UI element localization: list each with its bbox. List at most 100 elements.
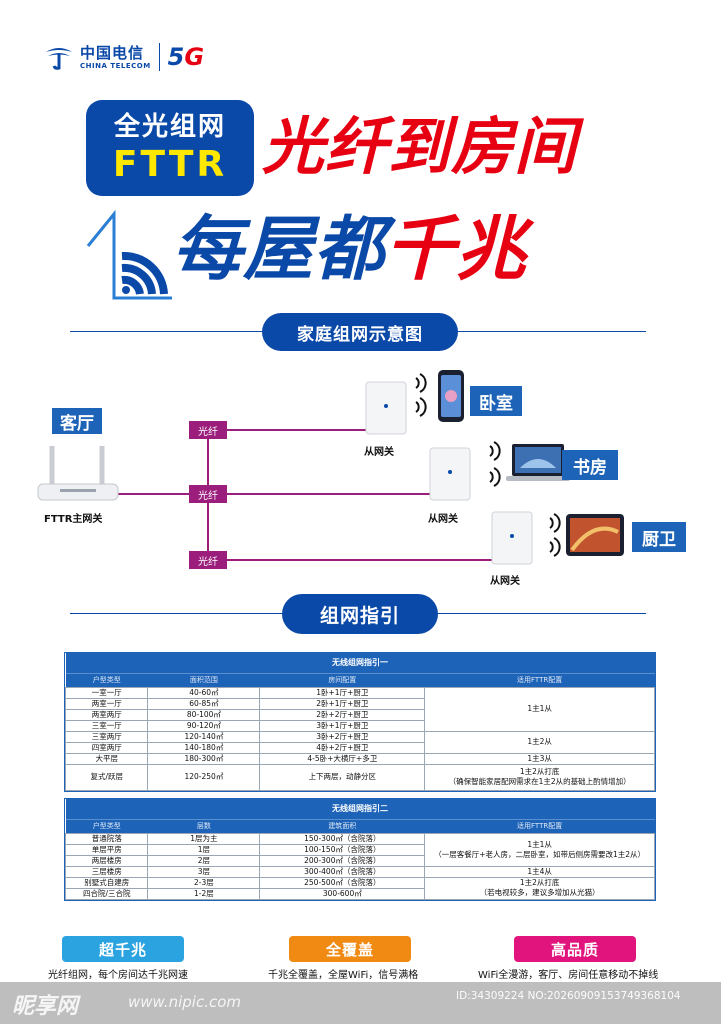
fiber-lines [118,429,492,561]
table-row: 一室一厅 40-60㎡ 1卧+1厅+厨卫 1主1从 [64,686,655,732]
fiber-tag-2: 光纤 [189,485,227,503]
slogan-blue-part: 每屋都 [172,208,385,290]
table-cell: 40-60㎡ [147,686,261,699]
watermark-bar [0,982,721,1024]
feature-desc-gigabit: 光纤组网，每个房间达千兆网速 [48,970,188,981]
table-cell: 2-3层 [147,876,261,889]
living-room-label: 客厅 [52,408,102,434]
table1-header: 房间配置 [259,672,425,687]
main-gateway-caption: FTTR主网关 [44,514,103,525]
smartphone-icon [438,370,464,422]
table-cell: 3卧+1厅+厨卫 [259,719,426,732]
table-cell: 1层 [147,843,261,856]
table-cell: 4卧+2厅+厨卫 [259,741,426,754]
fiber-tag-1: 光纤 [189,421,227,439]
table-cell: 140-180㎡ [147,741,261,754]
table-cell: 1主4从 [424,865,655,878]
table-row: 三层楼房 3层 300-400㎡（含院落） 1主4从 [64,865,655,878]
table-cell: 2卧+1厅+厨卫 [259,697,426,710]
table-cell: 300-600㎡ [259,887,426,900]
sub-gateway-icon-1 [365,381,407,435]
table-row: 四合院/三合院 1-2层 300-600㎡ [64,887,655,900]
brand-cn-name: 中国电信 [80,43,145,62]
table-cell: 1主1从 [424,686,655,732]
table-cell: 1卧+1厅+厨卫 [259,686,426,699]
table-cell: 别墅式自建房 [64,876,149,889]
fiber-tag-3: 光纤 [189,551,227,569]
sub-gateway-caption-1: 从网关 [364,447,394,458]
table-cell: 90-120㎡ [147,719,261,732]
china-telecom-logo: 中国电信 CHINA TELECOM 5G [44,42,204,72]
config-note: （确保智能家居配网需求在1主2从的基础上酌情增加） [448,777,631,786]
feature-pill-quality: 高品质 [514,936,636,962]
table-cell: 80-100㎡ [147,708,261,721]
sub-gateway-caption-3: 从网关 [490,576,520,587]
table-row: 别墅式自建房 2-3层 250-500㎡（含院落） 1主2从打底 （若电视较多，… [64,876,655,900]
table-cell: 300-400㎡（含院落） [259,865,426,878]
table-row: 三室两厅 120-140㎡ 3卧+2厅+厨卫 1主2从 [64,730,655,754]
table-cell: 三室一厅 [64,719,149,732]
table-cell: 上下两层，动静分区 [259,763,426,791]
table-cell: 1主2从打底 （确保智能家居配网需求在1主2从的基础上酌情增加） [424,763,655,791]
table-cell: 普通院落 [64,832,149,845]
table-cell: 150-300㎡（含院落） [259,832,426,845]
table-cell: 180-300㎡ [147,752,261,765]
table-cell: 三室两厅 [64,730,149,743]
feature-pill-gigabit: 超千兆 [62,936,184,962]
table2-header: 户型类型 [65,818,148,833]
diagram-section-title: 家庭组网示意图 [262,313,458,351]
table-cell: 4-5卧+大横厅+多卫 [259,752,426,765]
config-note: （一层客餐厅+老人房，二层卧室，如带后侧房需要改1主2从） [434,849,646,859]
table-cell: 两室两厅 [64,708,149,721]
table-cell: 120-140㎡ [147,730,261,743]
house-wifi-icon [86,209,172,300]
feature-pill-coverage: 全覆盖 [289,936,411,962]
table-cell: 1主2从打底 （若电视较多，建议多增加从光猫） [424,876,655,900]
table-cell: 大平层 [64,752,149,765]
table-cell: 1主3从 [424,752,655,765]
brand-5g-mark: 5G [167,43,205,71]
table1-header: 户型类型 [65,672,148,687]
guide-table-2: 无线组网指引二 户型类型 层数 建筑面积 适用FTTR配置 普通院落 1层为主 … [64,798,656,901]
table-cell: 200-300㎡（含院落） [259,854,426,867]
table-cell: 1层为主 [147,832,261,845]
wifi-wave-icons [415,373,561,557]
table1-header: 适用FTTR配置 [424,672,655,687]
table1-header: 面积范围 [147,672,260,687]
table-cell: 复式/跃层 [64,763,149,791]
watermark-site-name: 昵享网 [12,994,79,1019]
slogan-red-part: 千兆 [385,208,527,290]
brand-5g-g: G [184,43,205,71]
config-main: 1主1从 [527,839,552,849]
feature-desc-coverage: 千兆全覆盖，全屋WiFi，信号满格 [268,970,419,981]
watermark-url: www.nipic.com [128,993,242,1011]
table2-header: 适用FTTR配置 [424,818,655,833]
slogan-gigabit-every-room: 每屋都千兆 [172,208,527,290]
table-cell: 一室一厅 [64,686,149,699]
room-label-study: 书房 [562,450,618,480]
table-cell: 2层 [147,854,261,867]
badge-line1: 全光组网 [113,112,226,142]
room-label-bedroom: 卧室 [470,386,522,416]
config-main: 1主2从打底 [519,767,560,776]
table-cell: 1主1从 （一层客餐厅+老人房，二层卧室，如带后侧房需要改1主2从） [424,832,655,867]
table2-title: 无线组网指引二 [65,799,655,819]
guide-section-title: 组网指引 [282,594,438,634]
table-cell: 两层楼房 [64,854,149,867]
table-cell: 1主2从 [424,730,655,754]
table-row: 复式/跃层 120-250㎡ 上下两层，动静分区 1主2从打底 （确保智能家居配… [64,763,655,791]
guide-table-1: 无线组网指引一 户型类型 面积范围 房间配置 适用FTTR配置 一室一厅 40-… [64,652,656,792]
config-note: （若电视较多，建议多增加从光猫） [479,888,600,897]
table-cell: 两室一厅 [64,697,149,710]
table-cell: 60-85㎡ [147,697,261,710]
main-gateway-icon [37,446,119,501]
table-cell: 单层平房 [64,843,149,856]
network-diagram [37,370,624,565]
table2-header: 层数 [147,818,260,833]
table-row: 两室一厅 60-85㎡ 2卧+1厅+厨卫 [64,697,655,710]
table-cell: 三层楼房 [64,865,149,878]
table-cell: 250-500㎡（含院落） [259,876,426,889]
watermark-id: ID:34309224 NO:20260909153749368104 [456,990,681,1002]
sub-gateway-icon-2 [429,447,471,501]
table-cell: 1-2层 [147,887,261,900]
